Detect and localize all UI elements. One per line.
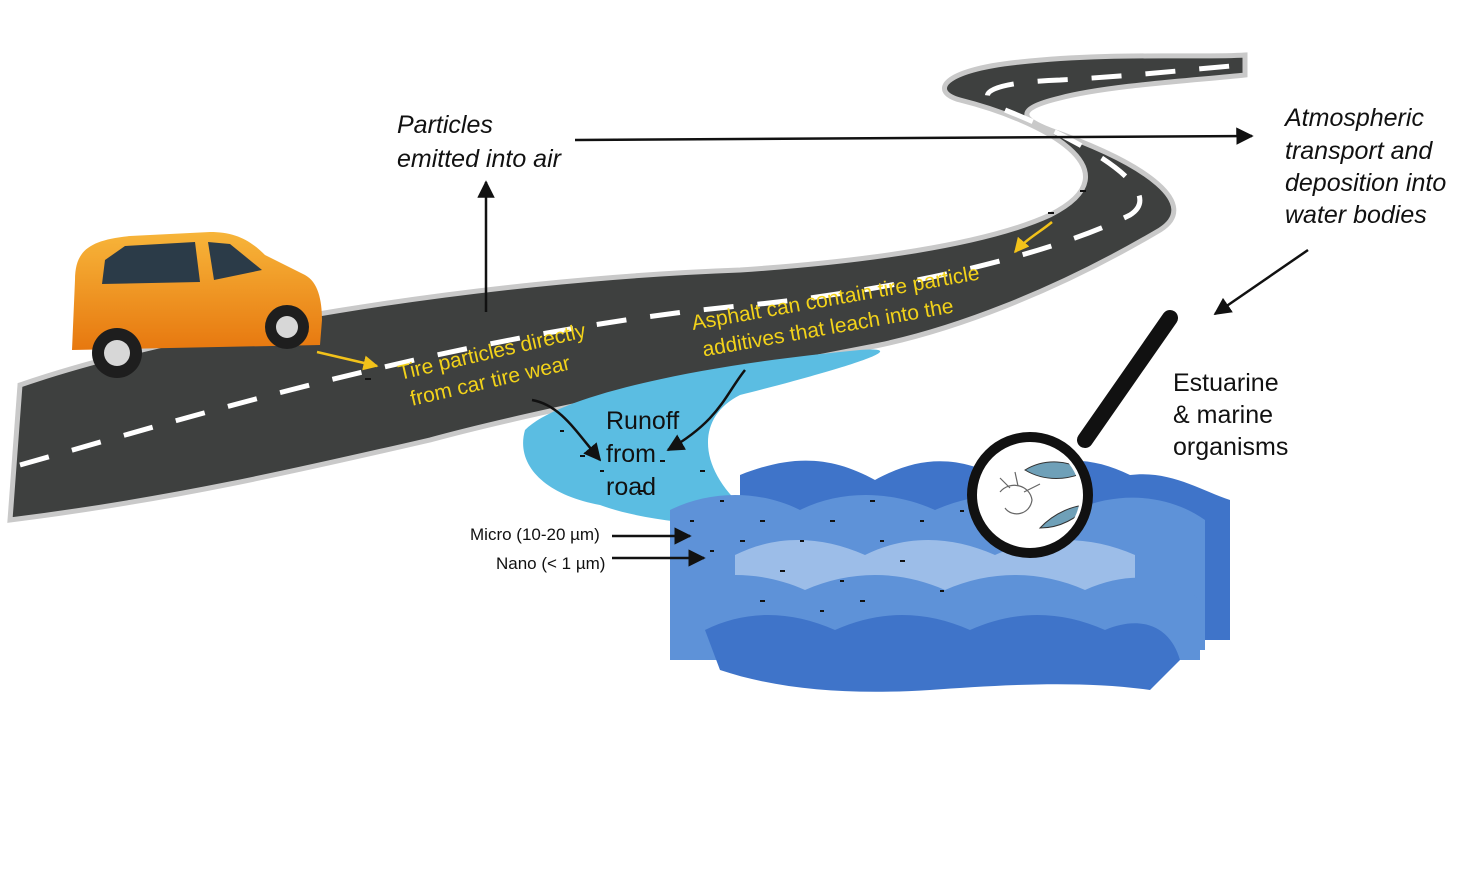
runoff-label-1: Runoff — [606, 407, 679, 435]
road-center-line — [19, 62, 1246, 468]
estuarine-label-2: & marine — [1173, 401, 1273, 429]
runoff-plume — [523, 349, 881, 525]
deposition-arrow — [1213, 248, 1309, 316]
atmos-label-4: water bodies — [1285, 201, 1427, 229]
air-label-1: Particles — [397, 111, 493, 139]
fish-icon — [1024, 461, 1080, 529]
runoff-arrow-1 — [531, 398, 602, 462]
micro-label: Micro (10-20 µm) — [470, 525, 600, 544]
arrows — [477, 127, 1309, 567]
particles — [365, 190, 1086, 612]
atmos-label-1: Atmospheric — [1283, 104, 1424, 132]
nano-label: Nano (< 1 µm) — [496, 554, 605, 573]
estuarine-label-1: Estuarine — [1173, 369, 1279, 397]
air-label-2: emitted into air — [397, 145, 563, 173]
car-icon — [72, 232, 322, 378]
runoff-label-2: from — [606, 440, 656, 468]
yellow-arrows — [316, 221, 1053, 371]
atmos-label-2: transport and — [1285, 137, 1433, 165]
estuarine-label-3: organisms — [1173, 433, 1288, 461]
magnifier-icon — [967, 310, 1178, 558]
atmos-label-3: deposition into — [1285, 169, 1446, 197]
shrimp-icon — [999, 471, 1041, 515]
runoff-label-3: road — [606, 473, 656, 501]
atmospheric-arrow — [574, 127, 1254, 145]
runoff-arrow-2 — [666, 369, 746, 452]
water-body — [670, 460, 1230, 692]
